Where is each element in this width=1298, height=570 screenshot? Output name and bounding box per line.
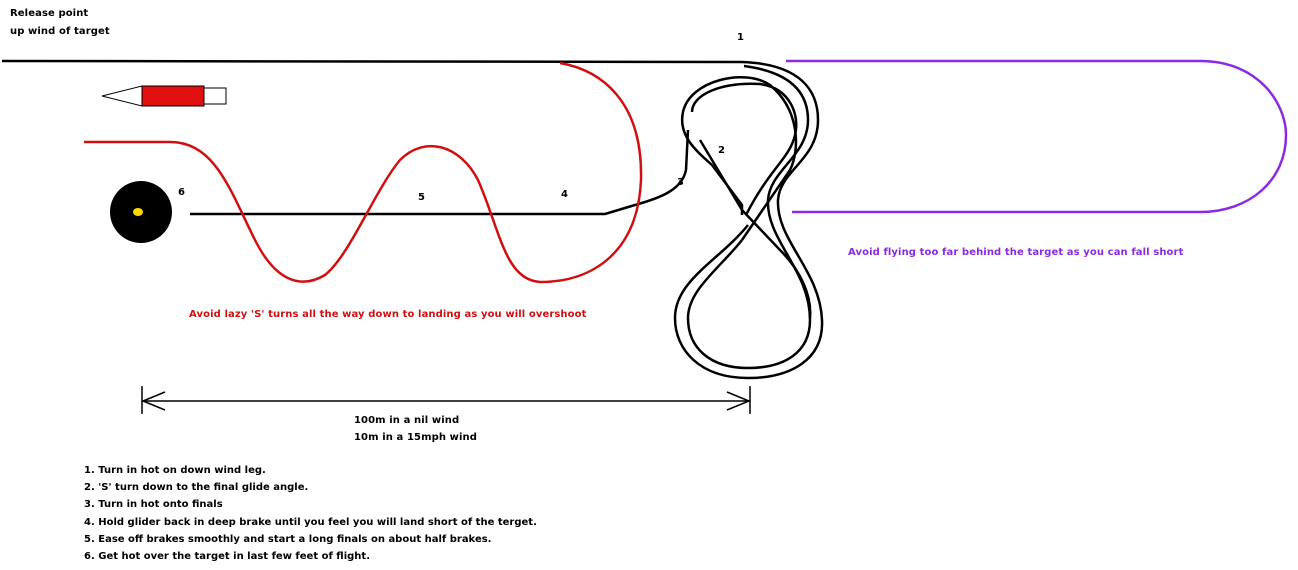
figure-eight-cross-path-2: [690, 82, 798, 216]
release-point-label-line1: Release point: [10, 8, 89, 19]
lazy-s-turn-warning: Avoid lazy 'S' turns all the way down to…: [189, 309, 587, 320]
marker-4: 4: [561, 189, 569, 200]
distance-dimension-line: [141, 386, 751, 414]
instruction-step-1: 1. Turn in hot on down wind leg.: [84, 465, 266, 476]
marker-2: 2: [718, 145, 726, 156]
windsock-icon: [101, 85, 227, 107]
downwind-leg-path: [1, 59, 824, 380]
too-far-behind-warning: Avoid flying too far behind the target a…: [848, 247, 1184, 258]
figure-eight-diagonal: [698, 139, 812, 319]
distance-label-nil-wind: 100m in a nil wind: [354, 415, 460, 426]
marker-3: 3: [677, 177, 685, 188]
instruction-step-4: 4. Hold glider back in deep brake until …: [84, 516, 537, 528]
marker-6: 6: [178, 187, 186, 198]
marker-5: 5: [418, 192, 426, 203]
lazy-s-turn-path: [84, 61, 643, 284]
finals-path: [190, 129, 690, 216]
distance-label-15mph-wind: 10m in a 15mph wind: [354, 432, 478, 443]
instruction-step-5: 5. Ease off brakes smoothly and start a …: [84, 533, 492, 545]
instruction-step-3: 3. Turn in hot onto finals: [84, 499, 223, 511]
too-far-behind-path: [786, 59, 1288, 214]
target-icon: [110, 181, 172, 243]
instruction-step-2: 2. 'S' turn down to the final glide angl…: [84, 482, 309, 494]
instruction-list: 1. Turn in hot on down wind leg. 2. 'S' …: [84, 462, 537, 565]
release-point-label-line2: up wind of target: [10, 26, 110, 37]
instruction-step-6: 6. Get hot over the target in last few f…: [84, 551, 370, 563]
marker-1: 1: [737, 32, 745, 43]
